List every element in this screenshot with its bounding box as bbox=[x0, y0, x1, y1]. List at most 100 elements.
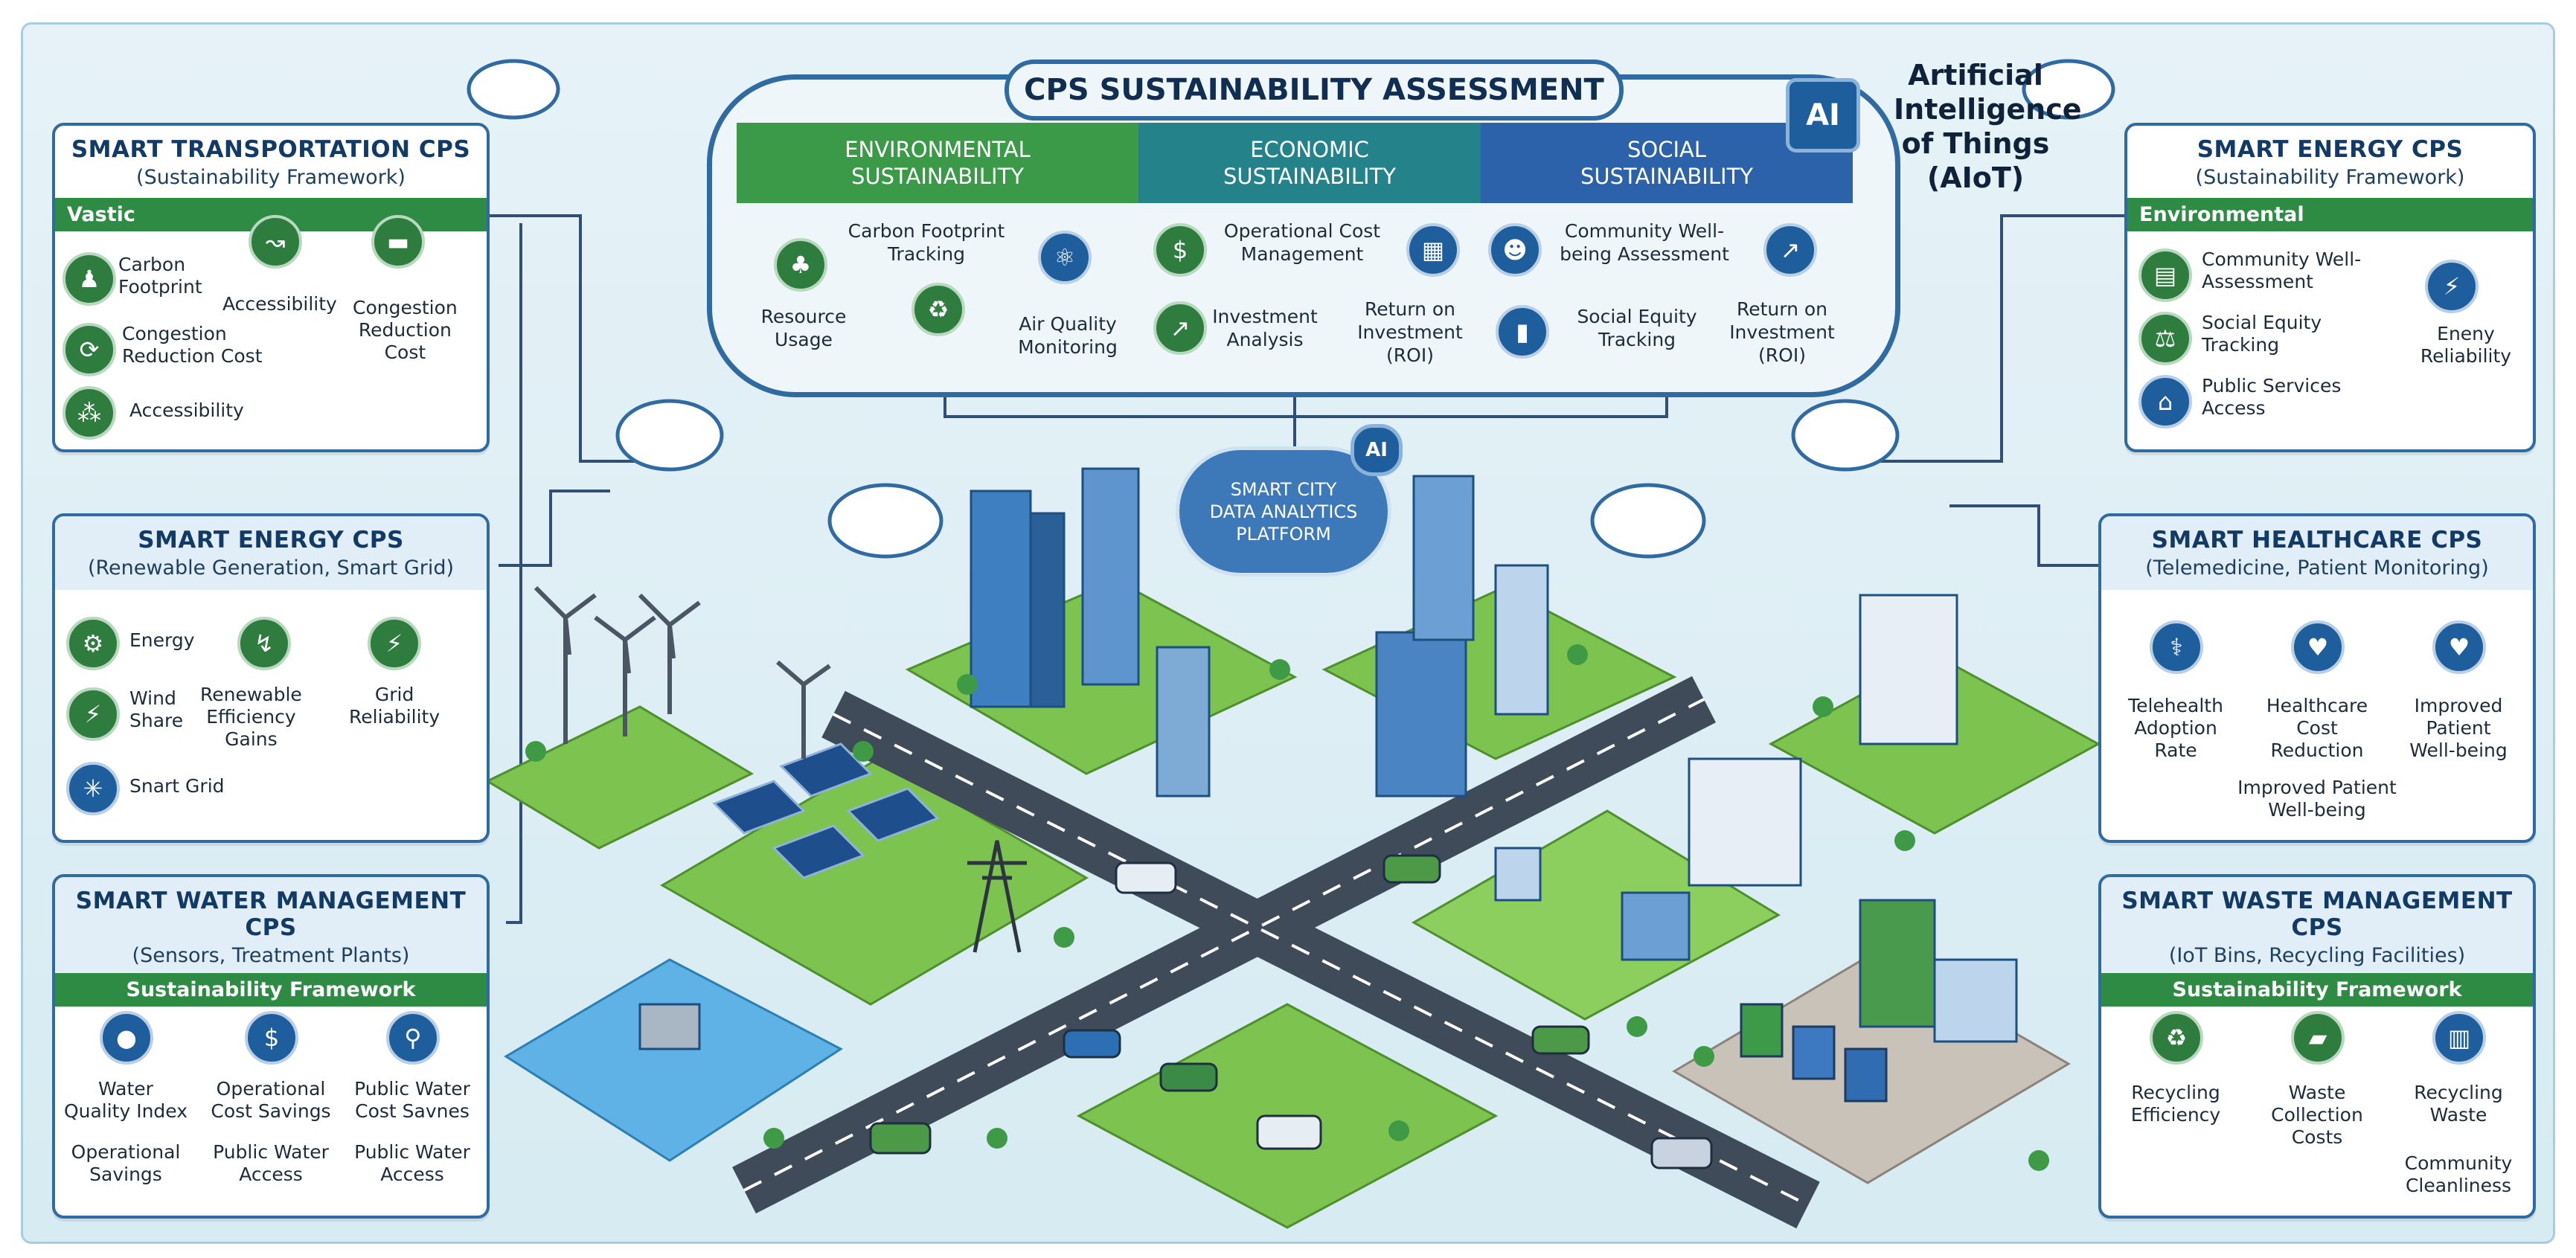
money-hand-icon: $ bbox=[245, 1011, 298, 1065]
water-subtitle: (Sensors, Treatment Plants) bbox=[132, 944, 410, 967]
route-icon: ↝ bbox=[249, 215, 302, 269]
vehicles bbox=[869, 854, 1713, 1169]
equity-icon: ⚖ bbox=[2138, 312, 2192, 365]
energy-right-title: SMART ENERGY CPS bbox=[2197, 136, 2464, 163]
water-public-cost-savings: Public Water Cost Savnes bbox=[354, 1078, 470, 1122]
waste-subtitle: (IoT Bins, Recycling Facilities) bbox=[2168, 944, 2466, 967]
reliability-icon: ⚡ bbox=[2425, 260, 2479, 313]
people-group-icon: ☻ bbox=[1488, 223, 1542, 277]
energy-right-bar: Environmental bbox=[2127, 198, 2533, 231]
energy-left-subtitle: (Renewable Generation, Smart Grid) bbox=[87, 556, 455, 580]
air-quality-monitoring: Air Quality Monitoring bbox=[1018, 313, 1118, 358]
community-meter-icon: ▤ bbox=[2138, 248, 2192, 302]
wind-turbines bbox=[534, 585, 831, 759]
transport-congestion-cost: Congestion Reduction Cost bbox=[353, 297, 458, 363]
water-public-access-2: Public Water Access bbox=[354, 1141, 470, 1185]
healthcare-subtitle: (Telemedicine, Patient Monitoring) bbox=[2145, 556, 2489, 580]
grid-icon: ⚡ bbox=[368, 617, 421, 670]
transport-accessibility-2: Accessibility bbox=[129, 399, 244, 421]
congestion-icon: ⟳ bbox=[63, 323, 116, 376]
energy-left-smart-grid: Snart Grid bbox=[129, 775, 225, 797]
car-icon: ▬ bbox=[371, 215, 425, 269]
energy-right-community: Community Well- Assessment bbox=[2202, 248, 2362, 292]
recycling-waste: Recycling Waste bbox=[2414, 1082, 2503, 1126]
buildings bbox=[638, 467, 2018, 1050]
platform-ai-icon: AI bbox=[1351, 424, 1403, 476]
social-header-text: SOCIAL SUSTAINABILITY bbox=[1580, 137, 1753, 189]
assessment-title: CPS SUSTAINABILITY ASSESSMENT bbox=[1005, 60, 1624, 121]
energy-left-grid-reliability: Grid Reliability bbox=[349, 684, 440, 728]
energy-left-efficiency: Renewable Efficiency Gains bbox=[200, 684, 302, 750]
water-operational-cost-savings: Operational Cost Savings bbox=[211, 1078, 331, 1122]
healthcare-title: SMART HEALTHCARE CPS bbox=[2151, 527, 2483, 553]
recycling-bins bbox=[1740, 1003, 1888, 1103]
power-tower bbox=[967, 840, 1027, 953]
water-quality-index: Water Quality Index bbox=[63, 1078, 188, 1122]
social-return-on-investment: Return on Investment (ROI) bbox=[1729, 298, 1835, 366]
location-pin-icon: ⚲ bbox=[386, 1011, 440, 1065]
water-bar: Sustainability Framework bbox=[55, 973, 487, 1007]
calculator-icon: ▦ bbox=[1406, 223, 1460, 277]
trees-icon: ♣ bbox=[774, 238, 827, 292]
community-wellbeing-assessment: Community Well- being Assessment bbox=[1560, 220, 1729, 265]
energy-right-reliability: Eneny Reliability bbox=[2420, 323, 2512, 367]
road-markings bbox=[743, 698, 1809, 1207]
carbon-footprint-tracking: Carbon Footprint Tracking bbox=[848, 220, 1005, 265]
improved-patient-wellbeing-2: Improved Patient Well-being bbox=[2237, 777, 2397, 821]
trees bbox=[525, 644, 2049, 1171]
iot-clouds bbox=[467, 59, 2115, 559]
efficiency-icon: ↯ bbox=[237, 617, 291, 670]
trend-chart-icon: ↗ bbox=[1763, 223, 1817, 277]
energy-right-equity: Social Equity Tracking bbox=[2202, 312, 2322, 356]
economic-header: ECONOMIC SUSTAINABILITY bbox=[1138, 123, 1481, 203]
healthcare-cost-reduction: Healthcare Cost Reduction bbox=[2266, 695, 2368, 761]
transport-carbon-footprint: Carbon Footprint bbox=[118, 254, 202, 298]
smart-energy-left-panel: SMART ENERGY CPS (Renewable Generation, … bbox=[52, 513, 490, 843]
energy-left-wind-share: Wind Share bbox=[129, 687, 184, 731]
solar-panels bbox=[712, 742, 940, 879]
transport-congestion-reduction: Congestion Reduction Cost bbox=[122, 323, 263, 367]
improved-patient-wellbeing: Improved Patient Well-being bbox=[2409, 695, 2508, 761]
telehealth-adoption: Telehealth Adoption Rate bbox=[2128, 695, 2223, 761]
energy-left-energy: Energy bbox=[129, 629, 195, 651]
energy-icon: ⚙ bbox=[66, 617, 120, 670]
coins-icon: $ bbox=[1153, 223, 1207, 277]
recycling-efficiency: Recycling Efficiency bbox=[2130, 1082, 2221, 1126]
footprint-icon: ♟ bbox=[63, 252, 116, 306]
ai-chip-icon: AI bbox=[1786, 78, 1860, 153]
smart-water-panel: SMART WATER MANAGEMENT CPS (Sensors, Tre… bbox=[52, 874, 490, 1219]
aiot-label: Artificial Intelligence of Things (AIoT) bbox=[1894, 59, 2082, 194]
smart-transportation-panel: SMART TRANSPORTATION CPS (Sustainability… bbox=[52, 123, 490, 452]
social-equity-tracking: Social Equity Tracking bbox=[1577, 306, 1697, 350]
truck-icon: ▰ bbox=[2291, 1011, 2345, 1065]
molecule-icon: ⚛ bbox=[1038, 231, 1092, 284]
water-public-access: Public Water Access bbox=[213, 1141, 329, 1185]
return-on-investment: Return on Investment (ROI) bbox=[1357, 298, 1463, 366]
network-icon: ⁂ bbox=[63, 386, 116, 440]
waste-title: SMART WASTE MANAGEMENT CPS bbox=[2121, 888, 2513, 941]
heart-icon: ♥ bbox=[2432, 620, 2486, 674]
growth-chart-icon: ↗ bbox=[1153, 301, 1207, 355]
water-title: SMART WATER MANAGEMENT CPS bbox=[75, 888, 467, 941]
smart-healthcare-panel: SMART HEALTHCARE CPS (Telemedicine, Pati… bbox=[2098, 513, 2536, 843]
smart-grid-icon: ✳ bbox=[66, 762, 120, 815]
community-cleanliness: Community Cleanliness bbox=[2404, 1152, 2513, 1196]
operational-cost-management: Operational Cost Management bbox=[1223, 220, 1381, 265]
wind-icon: ⚡ bbox=[66, 687, 120, 741]
transport-subtitle: (Sustainability Framework) bbox=[136, 166, 406, 189]
heart-pulse-icon: ♥ bbox=[2291, 620, 2345, 674]
energy-right-subtitle: (Sustainability Framework) bbox=[2195, 166, 2465, 189]
water-drop-icon: ● bbox=[100, 1011, 153, 1065]
environmental-header: ENVIRONMENTAL SUSTAINABILITY bbox=[737, 123, 1138, 203]
waste-collection-costs: Waste Collection Costs bbox=[2271, 1082, 2363, 1148]
economic-header-text: ECONOMIC SUSTAINABILITY bbox=[1223, 137, 1396, 189]
connector-lines bbox=[484, 214, 2124, 924]
recycle-arrows-icon: ♻ bbox=[911, 283, 965, 336]
trash-bin-icon: ▥ bbox=[2432, 1011, 2486, 1065]
transport-title: SMART TRANSPORTATION CPS bbox=[71, 136, 471, 163]
waste-bar: Sustainability Framework bbox=[2101, 973, 2533, 1007]
transport-accessibility: Accessibility bbox=[222, 293, 337, 315]
smart-energy-right-panel: SMART ENERGY CPS (Sustainability Framewo… bbox=[2124, 123, 2536, 452]
